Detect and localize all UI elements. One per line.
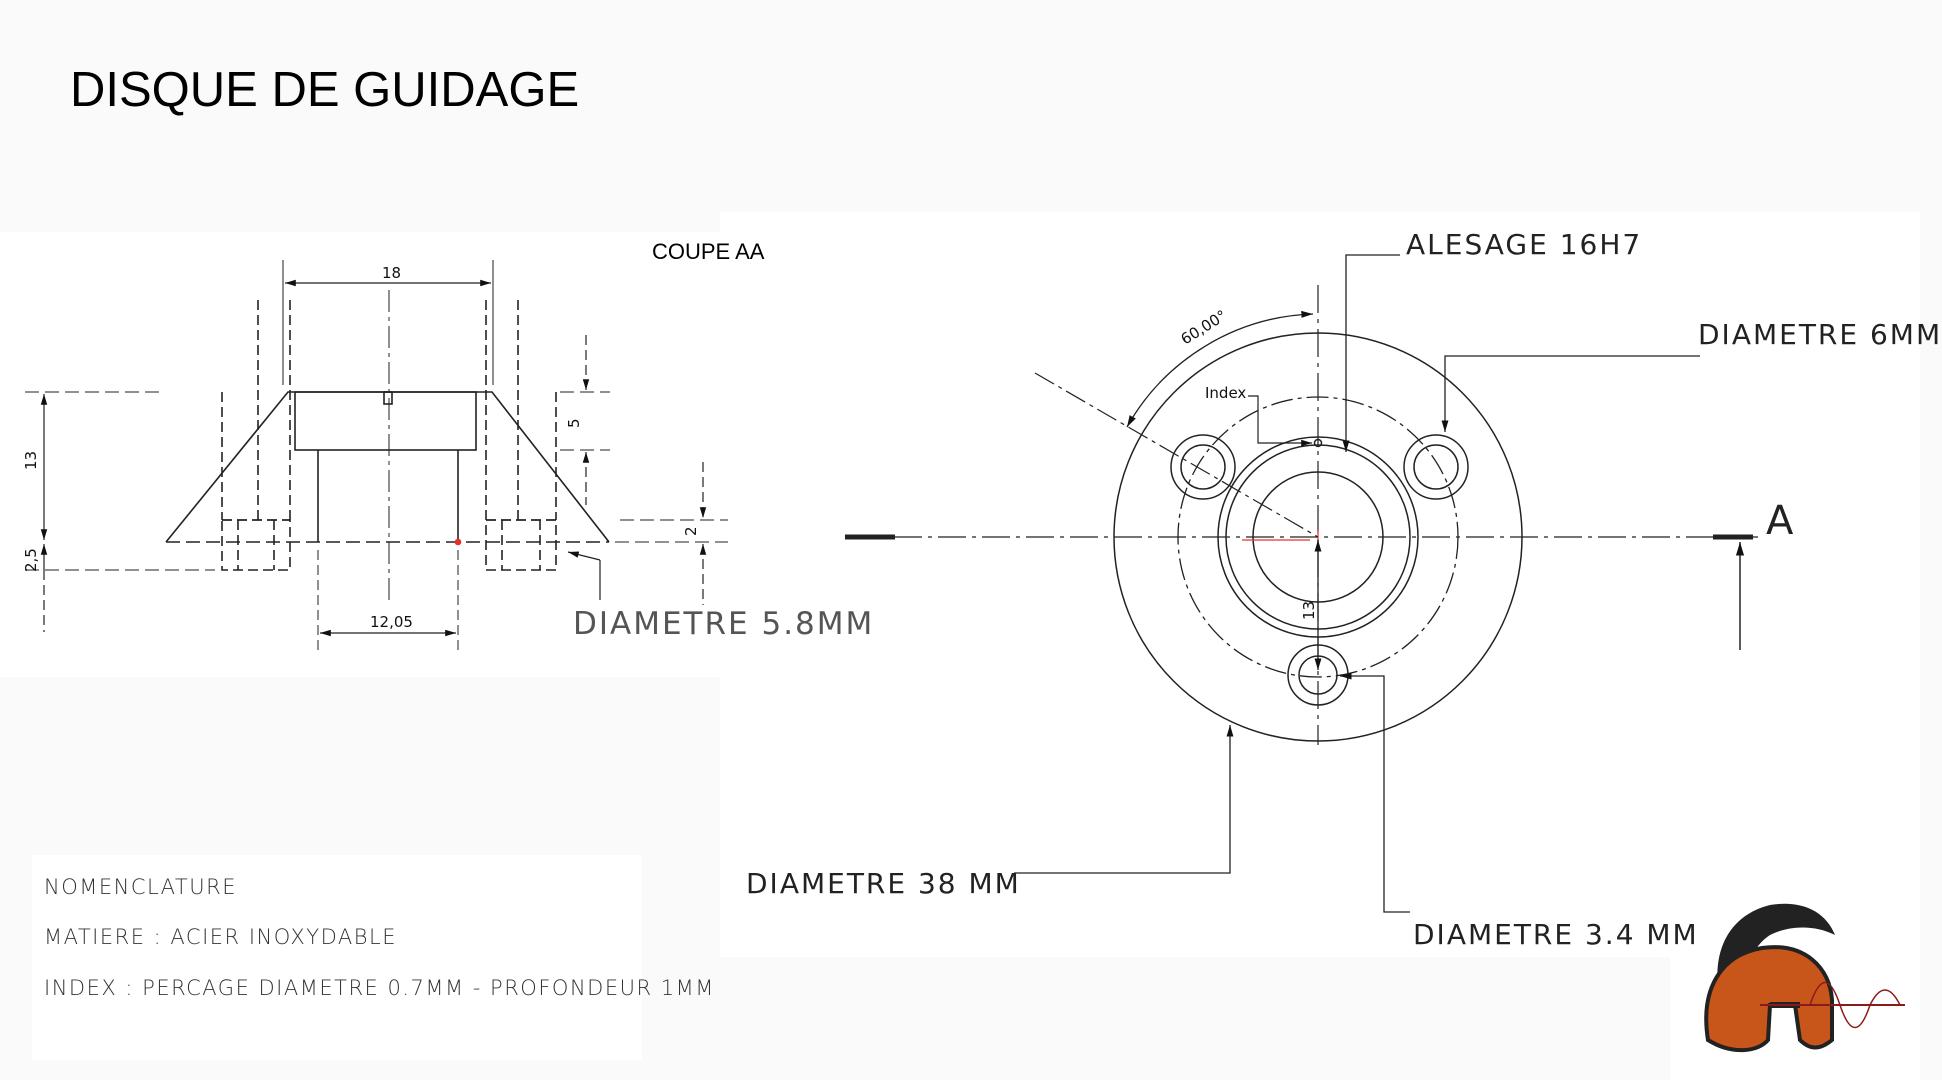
section-view — [25, 260, 728, 655]
nomenclature-heading: NOMENCLATURE — [44, 875, 237, 899]
section-view-panel — [0, 232, 725, 677]
dim-2-5: 2,5 — [22, 548, 40, 572]
callout-alesage: ALESAGE 16H7 — [1406, 228, 1643, 261]
section-label: COUPE AA — [652, 239, 765, 264]
front-view — [845, 254, 1760, 913]
nomenclature-material: MATIERE : ACIER INOXYDABLE — [44, 925, 398, 949]
angle-60: 60,00° — [1178, 306, 1230, 348]
callout-diametre-6: DIAMETRE 6MM — [1698, 318, 1942, 351]
callout-diametre-38: DIAMETRE 38 MM — [746, 867, 1021, 900]
callout-diametre-5-8: DIAMETRE 5.8MM — [573, 606, 875, 642]
page-title: DISQUE DE GUIDAGE — [70, 63, 580, 117]
section-marker-a: A — [1766, 498, 1794, 544]
dim-5: 5 — [565, 418, 583, 428]
nomenclature-index: INDEX : PERCAGE DIAMETRE 0.7MM - PROFOND… — [44, 976, 715, 1000]
dim-2: 2 — [682, 526, 700, 536]
dim-13: 13 — [22, 451, 40, 470]
index-label: Index — [1205, 384, 1246, 402]
callout-diametre-3-4: DIAMETRE 3.4 MM — [1413, 918, 1699, 951]
dim-18: 18 — [382, 264, 401, 282]
dim-12-05: 12,05 — [370, 613, 413, 631]
radius-13: 13 — [1300, 601, 1318, 620]
nomenclature-box: NOMENCLATURE MATIERE : ACIER INOXYDABLE … — [32, 855, 713, 1060]
